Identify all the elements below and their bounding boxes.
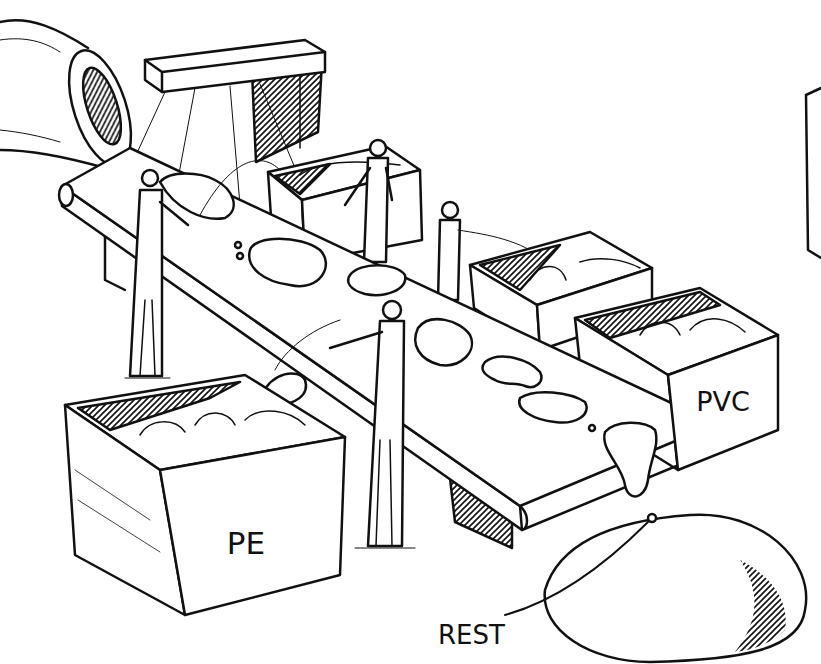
waste-item (482, 357, 541, 387)
bin-edge (806, 88, 821, 258)
waste-item (519, 392, 586, 422)
throw-arc (275, 320, 340, 370)
worker-body (368, 321, 404, 546)
chute-shading (0, 39, 60, 142)
worker-leg (376, 440, 392, 546)
leader-line (505, 522, 648, 615)
worker-head (370, 140, 386, 156)
waste-bit (589, 425, 595, 431)
worker-arm (345, 168, 392, 205)
callout-label: REST (438, 622, 505, 648)
waste-item (415, 319, 472, 365)
bin-inside (585, 292, 720, 338)
scanner-leg (299, 70, 301, 148)
bin-label: PE (227, 528, 265, 559)
rest-pile (545, 515, 807, 662)
waste-bit (235, 242, 241, 248)
ground-shadow (125, 378, 170, 379)
pe-bin: PE (160, 435, 345, 615)
belt-roller (59, 184, 73, 206)
bin-shading (75, 470, 160, 552)
chute-inside (75, 63, 128, 148)
scanner-top (145, 40, 325, 92)
bin-face (160, 435, 345, 615)
throw-arc (200, 160, 280, 215)
worker-head (383, 301, 401, 319)
ground-shadow (355, 548, 415, 549)
bin-label: PVC (696, 388, 750, 415)
worker-head (142, 170, 158, 186)
bin-content (640, 319, 745, 335)
waste-item (604, 423, 656, 497)
waste-item (348, 265, 405, 295)
waste-bit (237, 253, 243, 259)
waste-item (249, 239, 326, 286)
worker-arm (330, 332, 382, 348)
worker-body (438, 220, 460, 300)
scanner-edge (145, 52, 325, 92)
worker-body (130, 190, 162, 376)
pvc-bin: PVC (668, 333, 780, 473)
leader-dot (648, 514, 656, 522)
worker-leg (140, 300, 155, 376)
worker-arm (160, 202, 188, 225)
bin-outline (668, 335, 778, 470)
bin-outline (160, 437, 345, 615)
pile-shading (735, 560, 786, 652)
bin-content (140, 411, 305, 435)
worker-head (442, 202, 458, 218)
